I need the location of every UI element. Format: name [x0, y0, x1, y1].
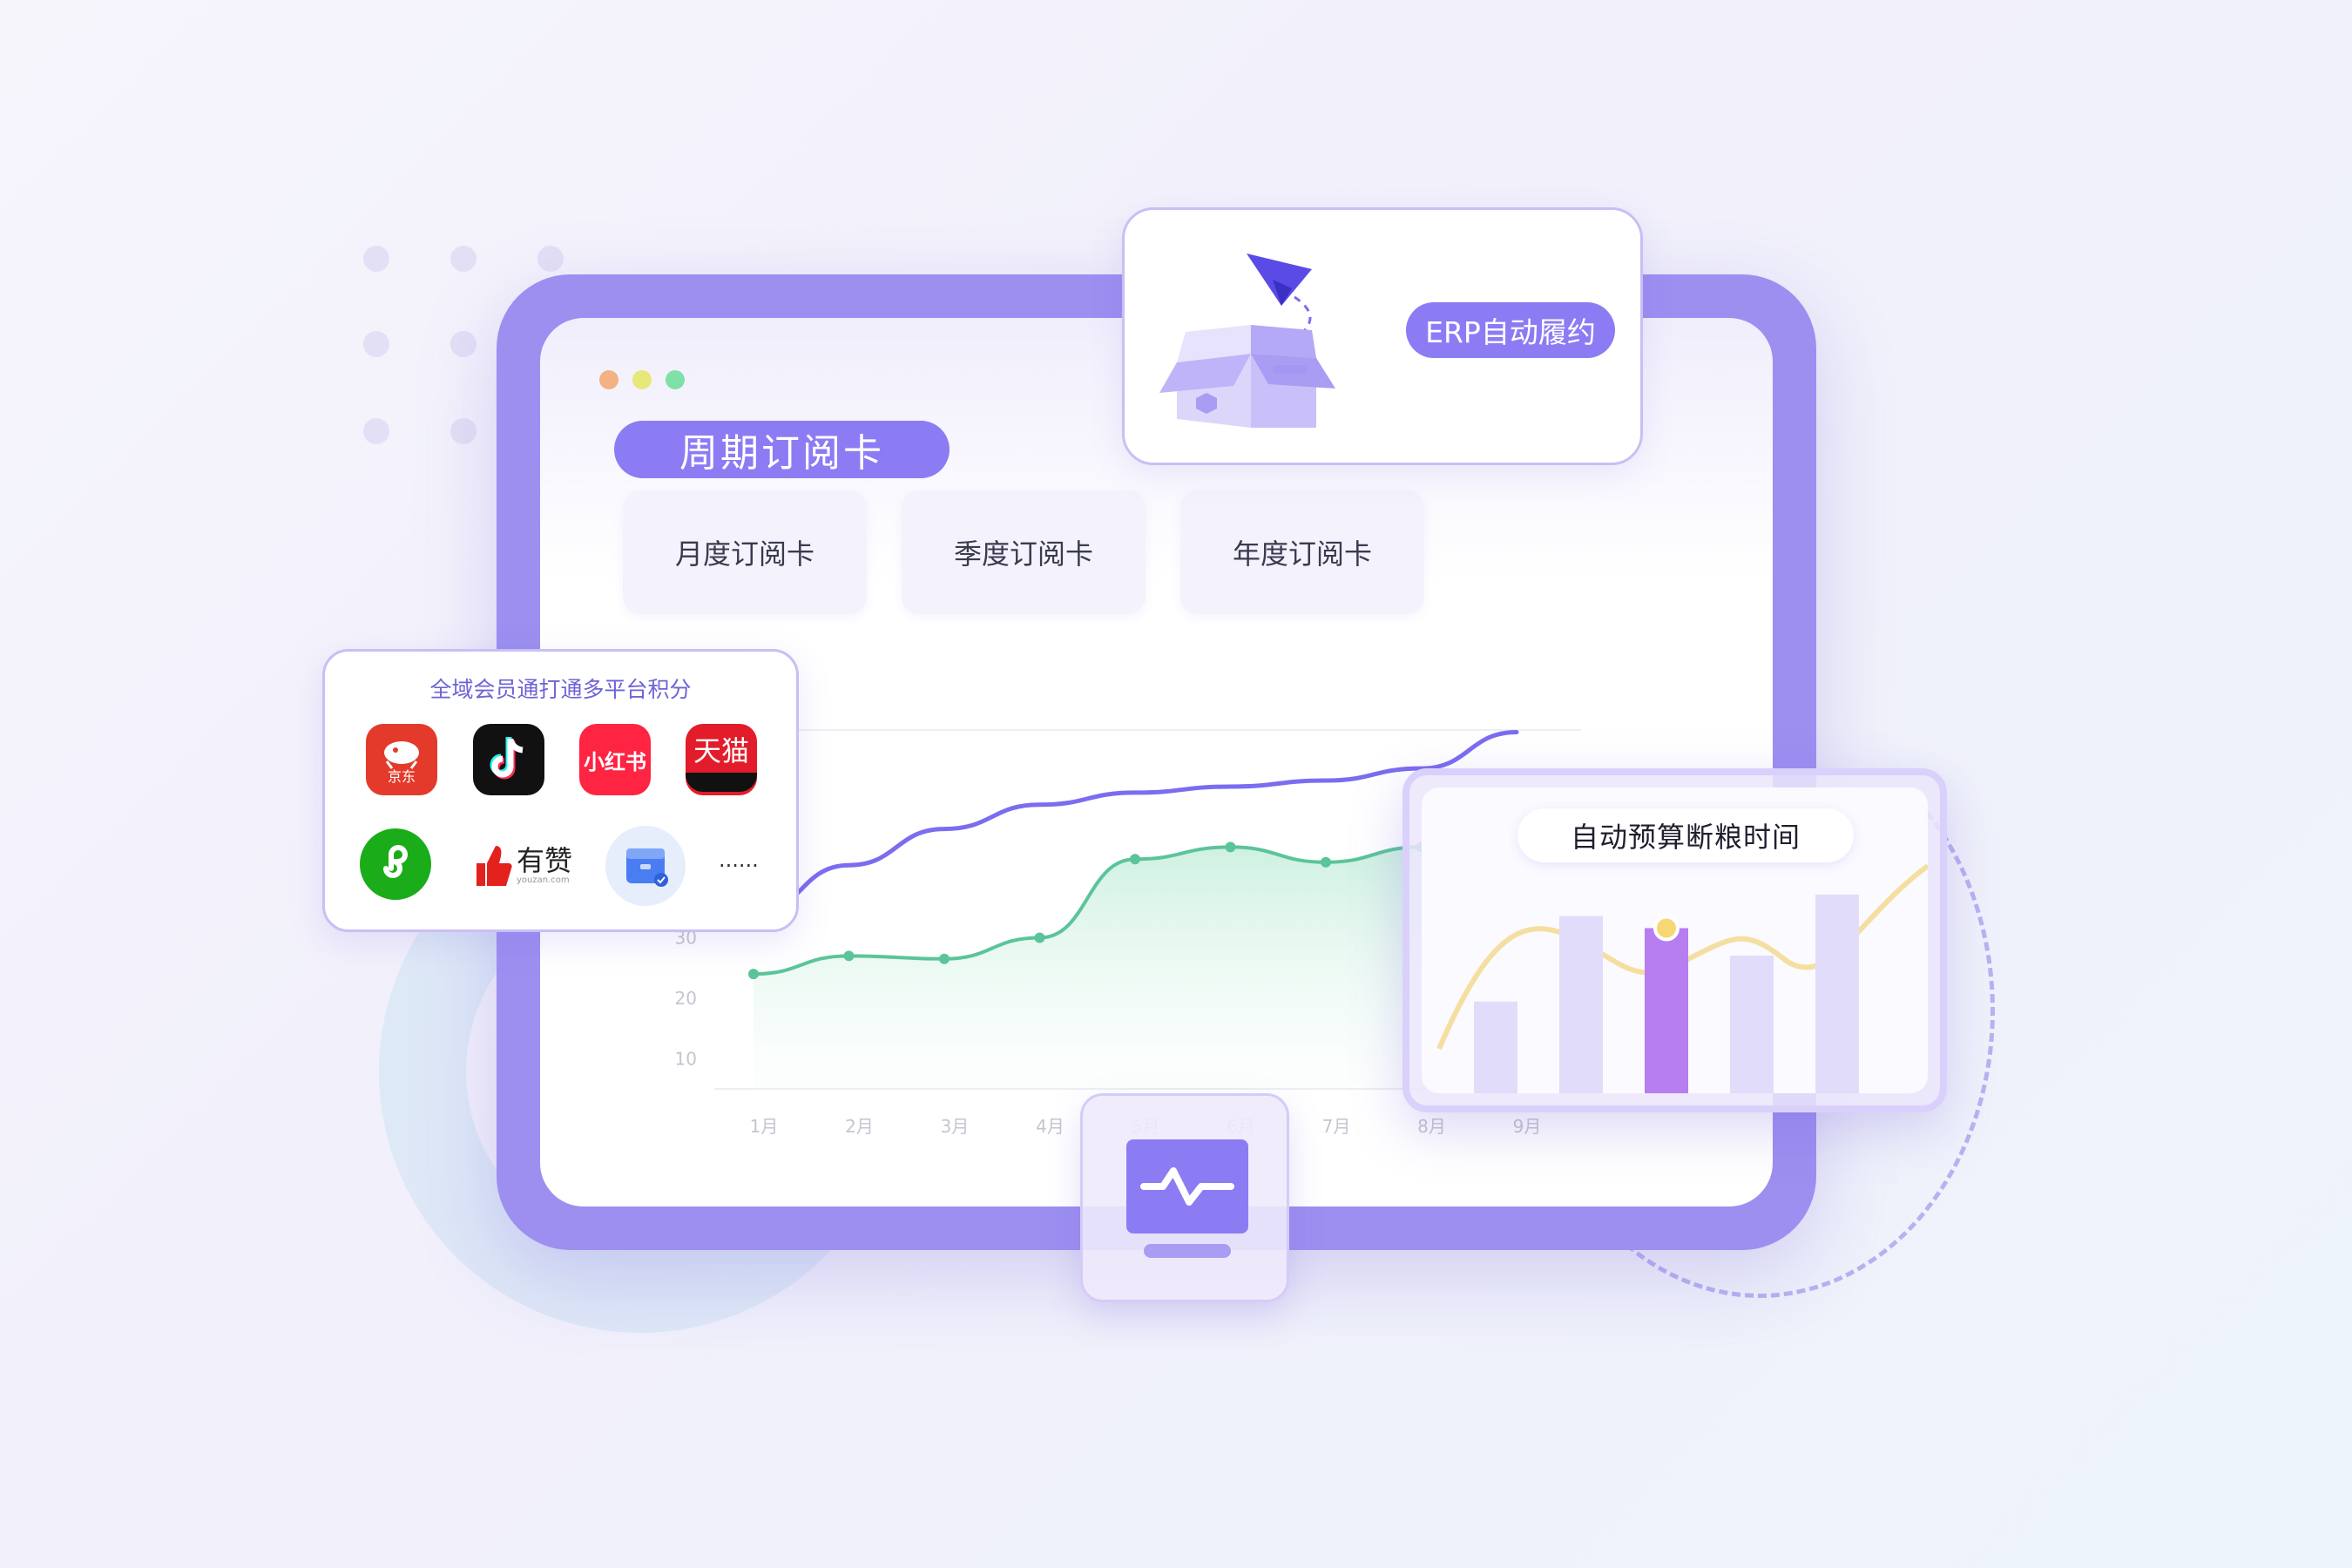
x-tick-label: 7月: [1322, 1116, 1351, 1137]
window-dot-orange: [599, 370, 618, 389]
subscription-card-quarterly[interactable]: 季度订阅卡: [902, 490, 1146, 614]
budget-bar: [1474, 1001, 1517, 1093]
youzan-label: 有赞: [517, 844, 573, 877]
decor-dot: [363, 246, 389, 272]
x-tick-label: 1月: [750, 1116, 779, 1137]
youzan-domain: youzan.com: [517, 875, 570, 885]
y-tick-label: 20: [675, 988, 697, 1009]
series-point: [843, 950, 855, 962]
tmall-app-icon: 天猫: [686, 724, 757, 795]
erp-label: ERP自动履约: [1406, 302, 1615, 358]
xiaohongshu-app-icon: 小红书: [579, 724, 651, 795]
series-area: [754, 835, 1517, 1089]
x-tick-label: 3月: [941, 1116, 970, 1137]
member-points-card: 全域会员通打通多平台积分 京东 小红书 天猫 有赞 youzan.com ...…: [322, 649, 799, 932]
package-box-icon: [1159, 253, 1335, 428]
budget-panel: 自动预算断粮时间: [1422, 787, 1928, 1093]
series-point: [1321, 856, 1331, 868]
member-title: 全域会员通打通多平台积分: [429, 677, 692, 702]
store-box-icon: [605, 826, 686, 906]
window-dot-yellow: [632, 370, 652, 389]
series-point: [748, 969, 759, 980]
decor-dot: [537, 246, 564, 272]
series-point: [1130, 854, 1140, 865]
budget-bar: [1645, 928, 1688, 1093]
budget-bar: [1730, 956, 1774, 1093]
decor-dot: [450, 331, 476, 357]
x-tick-label: 4月: [1036, 1116, 1064, 1137]
series-line: [751, 730, 1519, 916]
jd-app-icon: 京东: [366, 724, 437, 795]
x-tick-label: 8月: [1417, 1116, 1446, 1137]
decor-dot: [363, 418, 389, 444]
budget-highlight-point: [1653, 915, 1680, 942]
youzan-logo-icon: 有赞 youzan.com: [473, 833, 582, 898]
series-point: [1225, 841, 1236, 853]
y-tick-label: 10: [675, 1048, 697, 1069]
erp-fulfillment-card: ERP自动履约: [1122, 207, 1643, 465]
more-platforms: ......: [719, 848, 759, 872]
series-point: [1034, 932, 1045, 943]
tmall-label: 天猫: [693, 734, 749, 767]
series-point: [939, 953, 950, 964]
budget-bar: [1815, 894, 1859, 1093]
budget-card: 自动预算断粮时间: [1402, 768, 1947, 1112]
x-tick-label: 2月: [845, 1116, 874, 1137]
budget-bar-chart: [1436, 863, 1928, 1093]
mini-program-icon: [360, 828, 431, 900]
pulse-monitor-icon: [1126, 1139, 1248, 1258]
window-dot-green: [666, 370, 685, 389]
subscription-card-yearly[interactable]: 年度订阅卡: [1180, 490, 1424, 614]
x-tick-label: 9月: [1513, 1116, 1542, 1137]
subscription-title: 周期订阅卡: [614, 421, 950, 478]
tiktok-app-icon: [473, 724, 544, 795]
decor-dot: [450, 246, 476, 272]
decor-dot: [450, 418, 476, 444]
monitor-card: [1080, 1093, 1289, 1302]
budget-bar: [1559, 916, 1603, 1093]
trend-chart: 1020301月2月3月4月5月6月7月8月9月: [675, 729, 1581, 1137]
decor-dot: [363, 331, 389, 357]
subscription-card-monthly[interactable]: 月度订阅卡: [623, 490, 867, 614]
budget-label: 自动预算断粮时间: [1517, 808, 1854, 862]
jd-label: 京东: [387, 768, 416, 785]
